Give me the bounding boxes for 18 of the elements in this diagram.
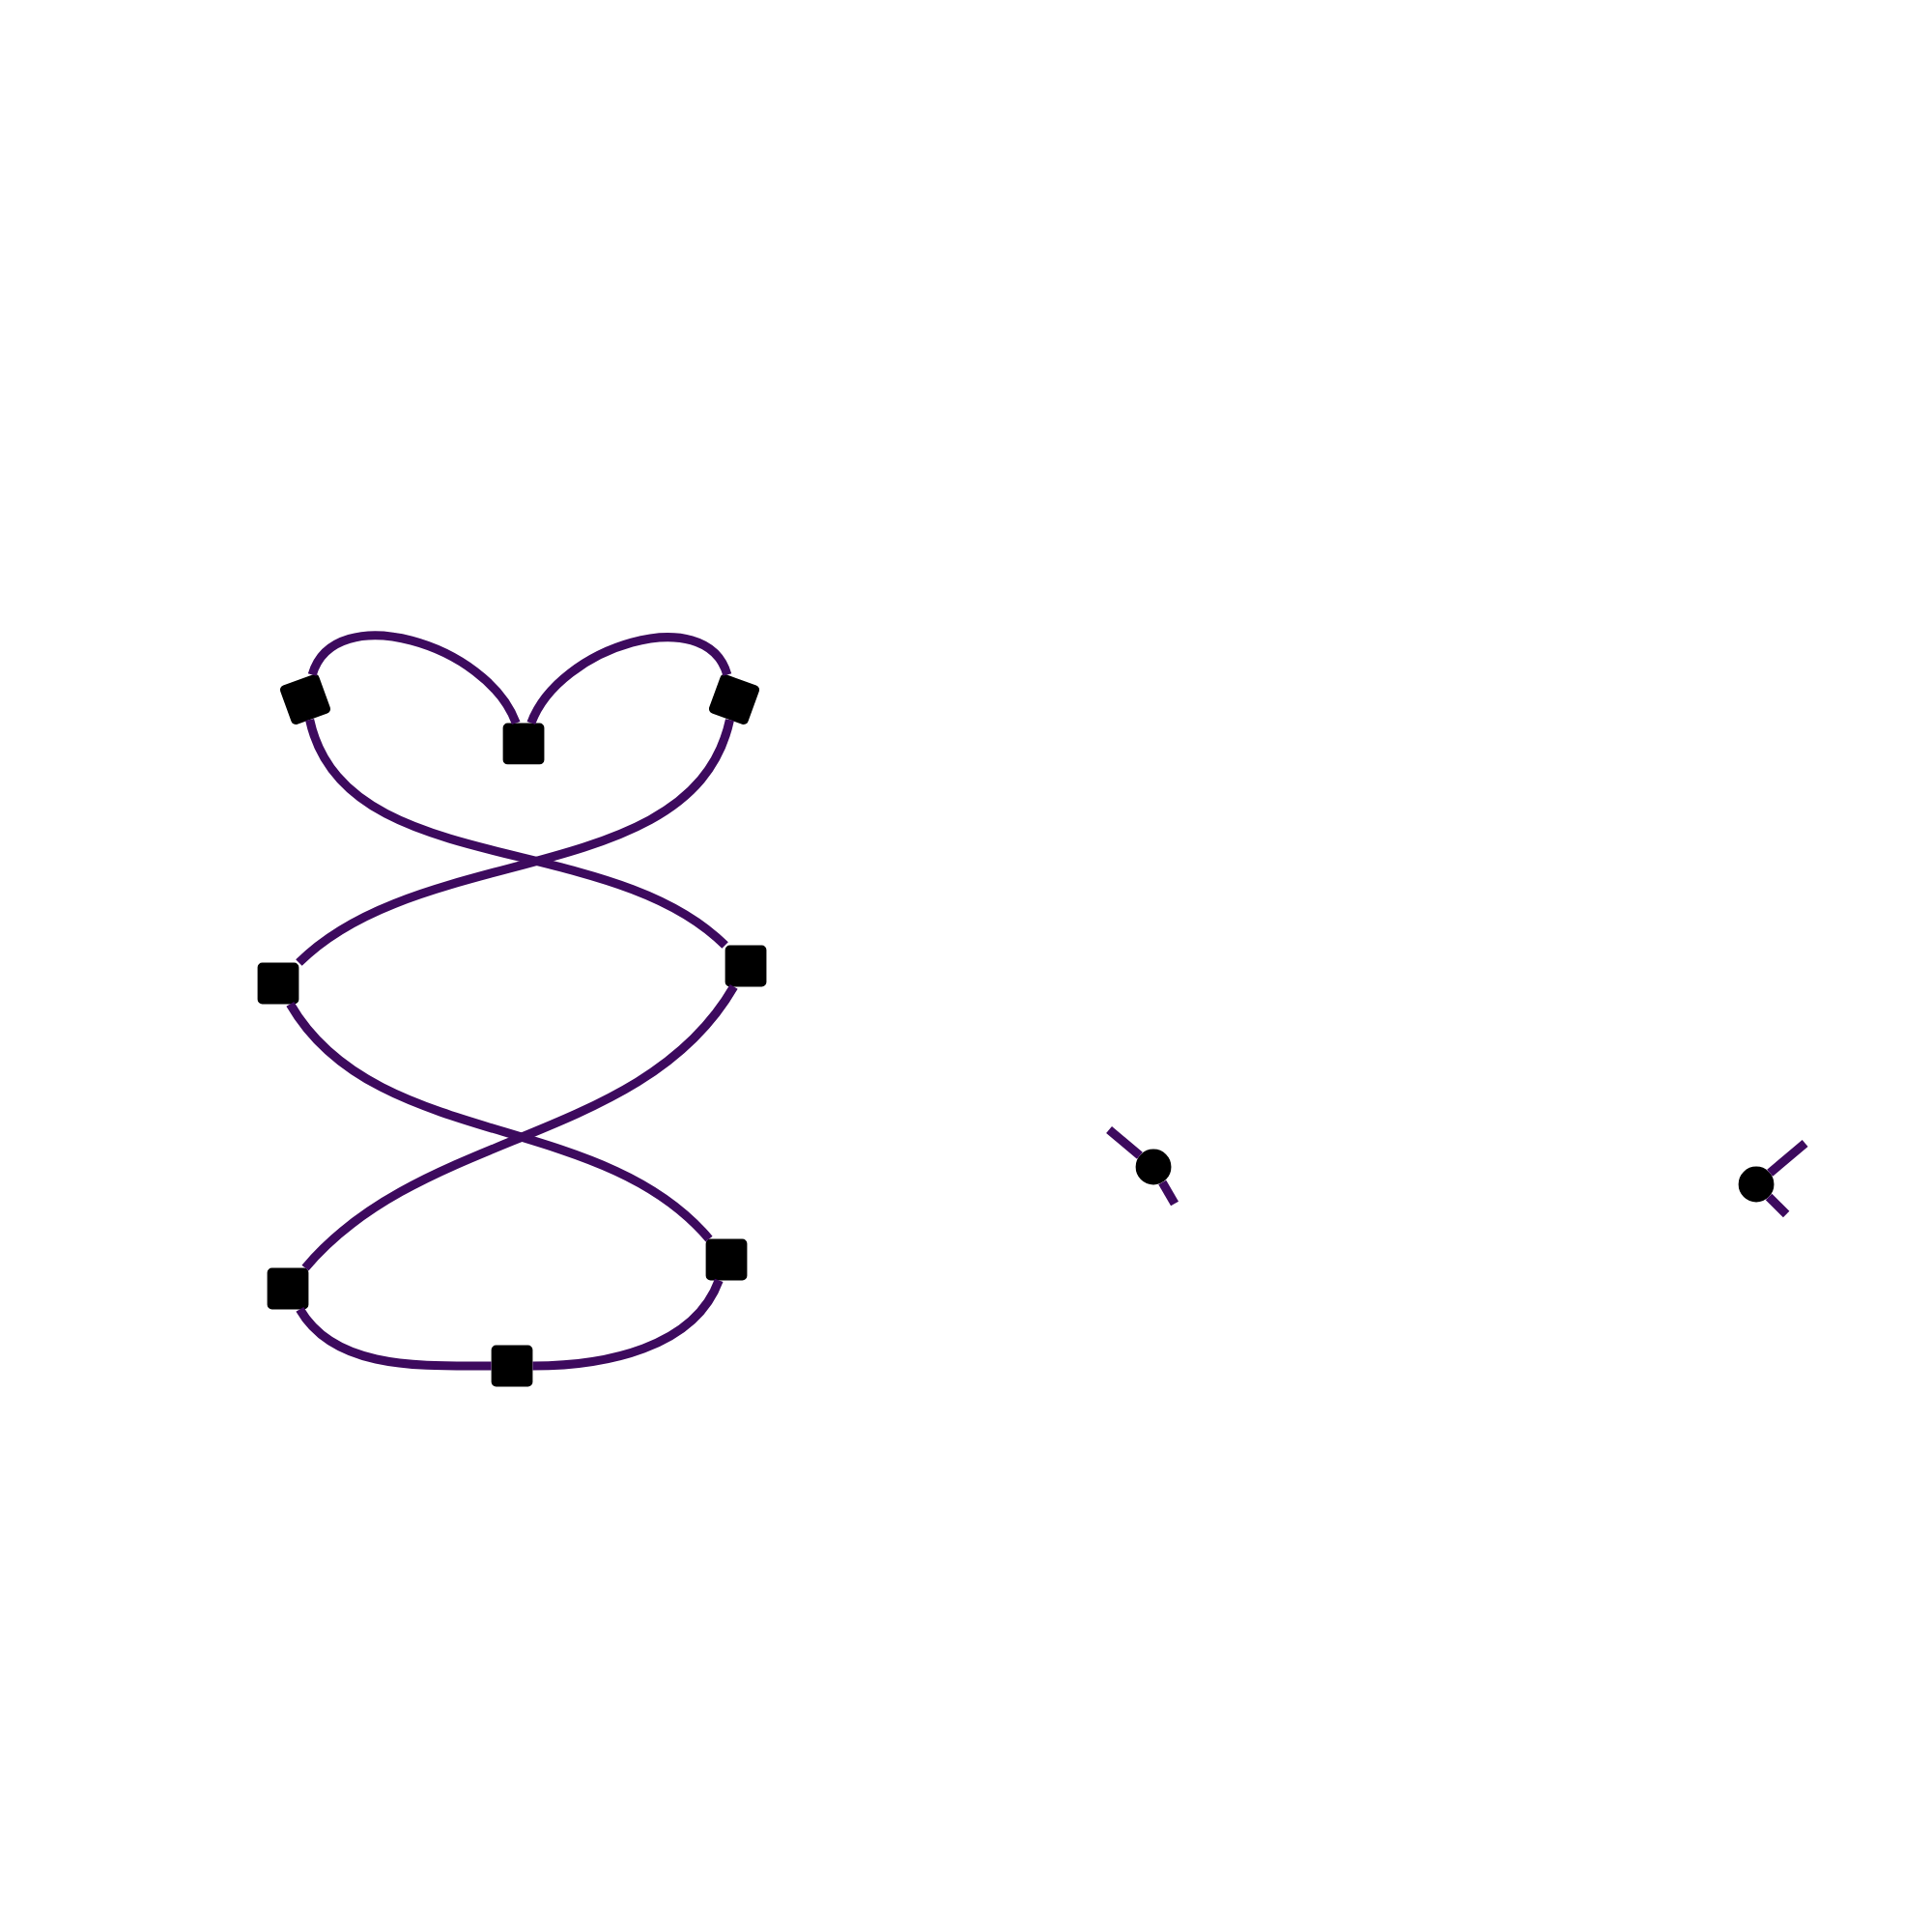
strand-line [296,1306,492,1371]
square-marker [705,1238,748,1281]
square-marker [491,1345,533,1387]
strand-line [301,983,738,1271]
strand-line [1158,1179,1179,1207]
square-marker [267,1267,309,1310]
dot-marker [1135,1149,1172,1185]
strand-line [1767,1140,1808,1177]
square-marker [724,945,767,987]
square-marker [257,962,299,1005]
strand-line [526,633,731,725]
dot-marker [1738,1166,1775,1203]
strand-line [308,631,521,725]
square-marker [502,723,545,765]
strand-line [1106,1125,1143,1159]
strand-line [286,1001,713,1242]
strand-line [1765,1193,1790,1218]
strand-line [532,1278,724,1371]
